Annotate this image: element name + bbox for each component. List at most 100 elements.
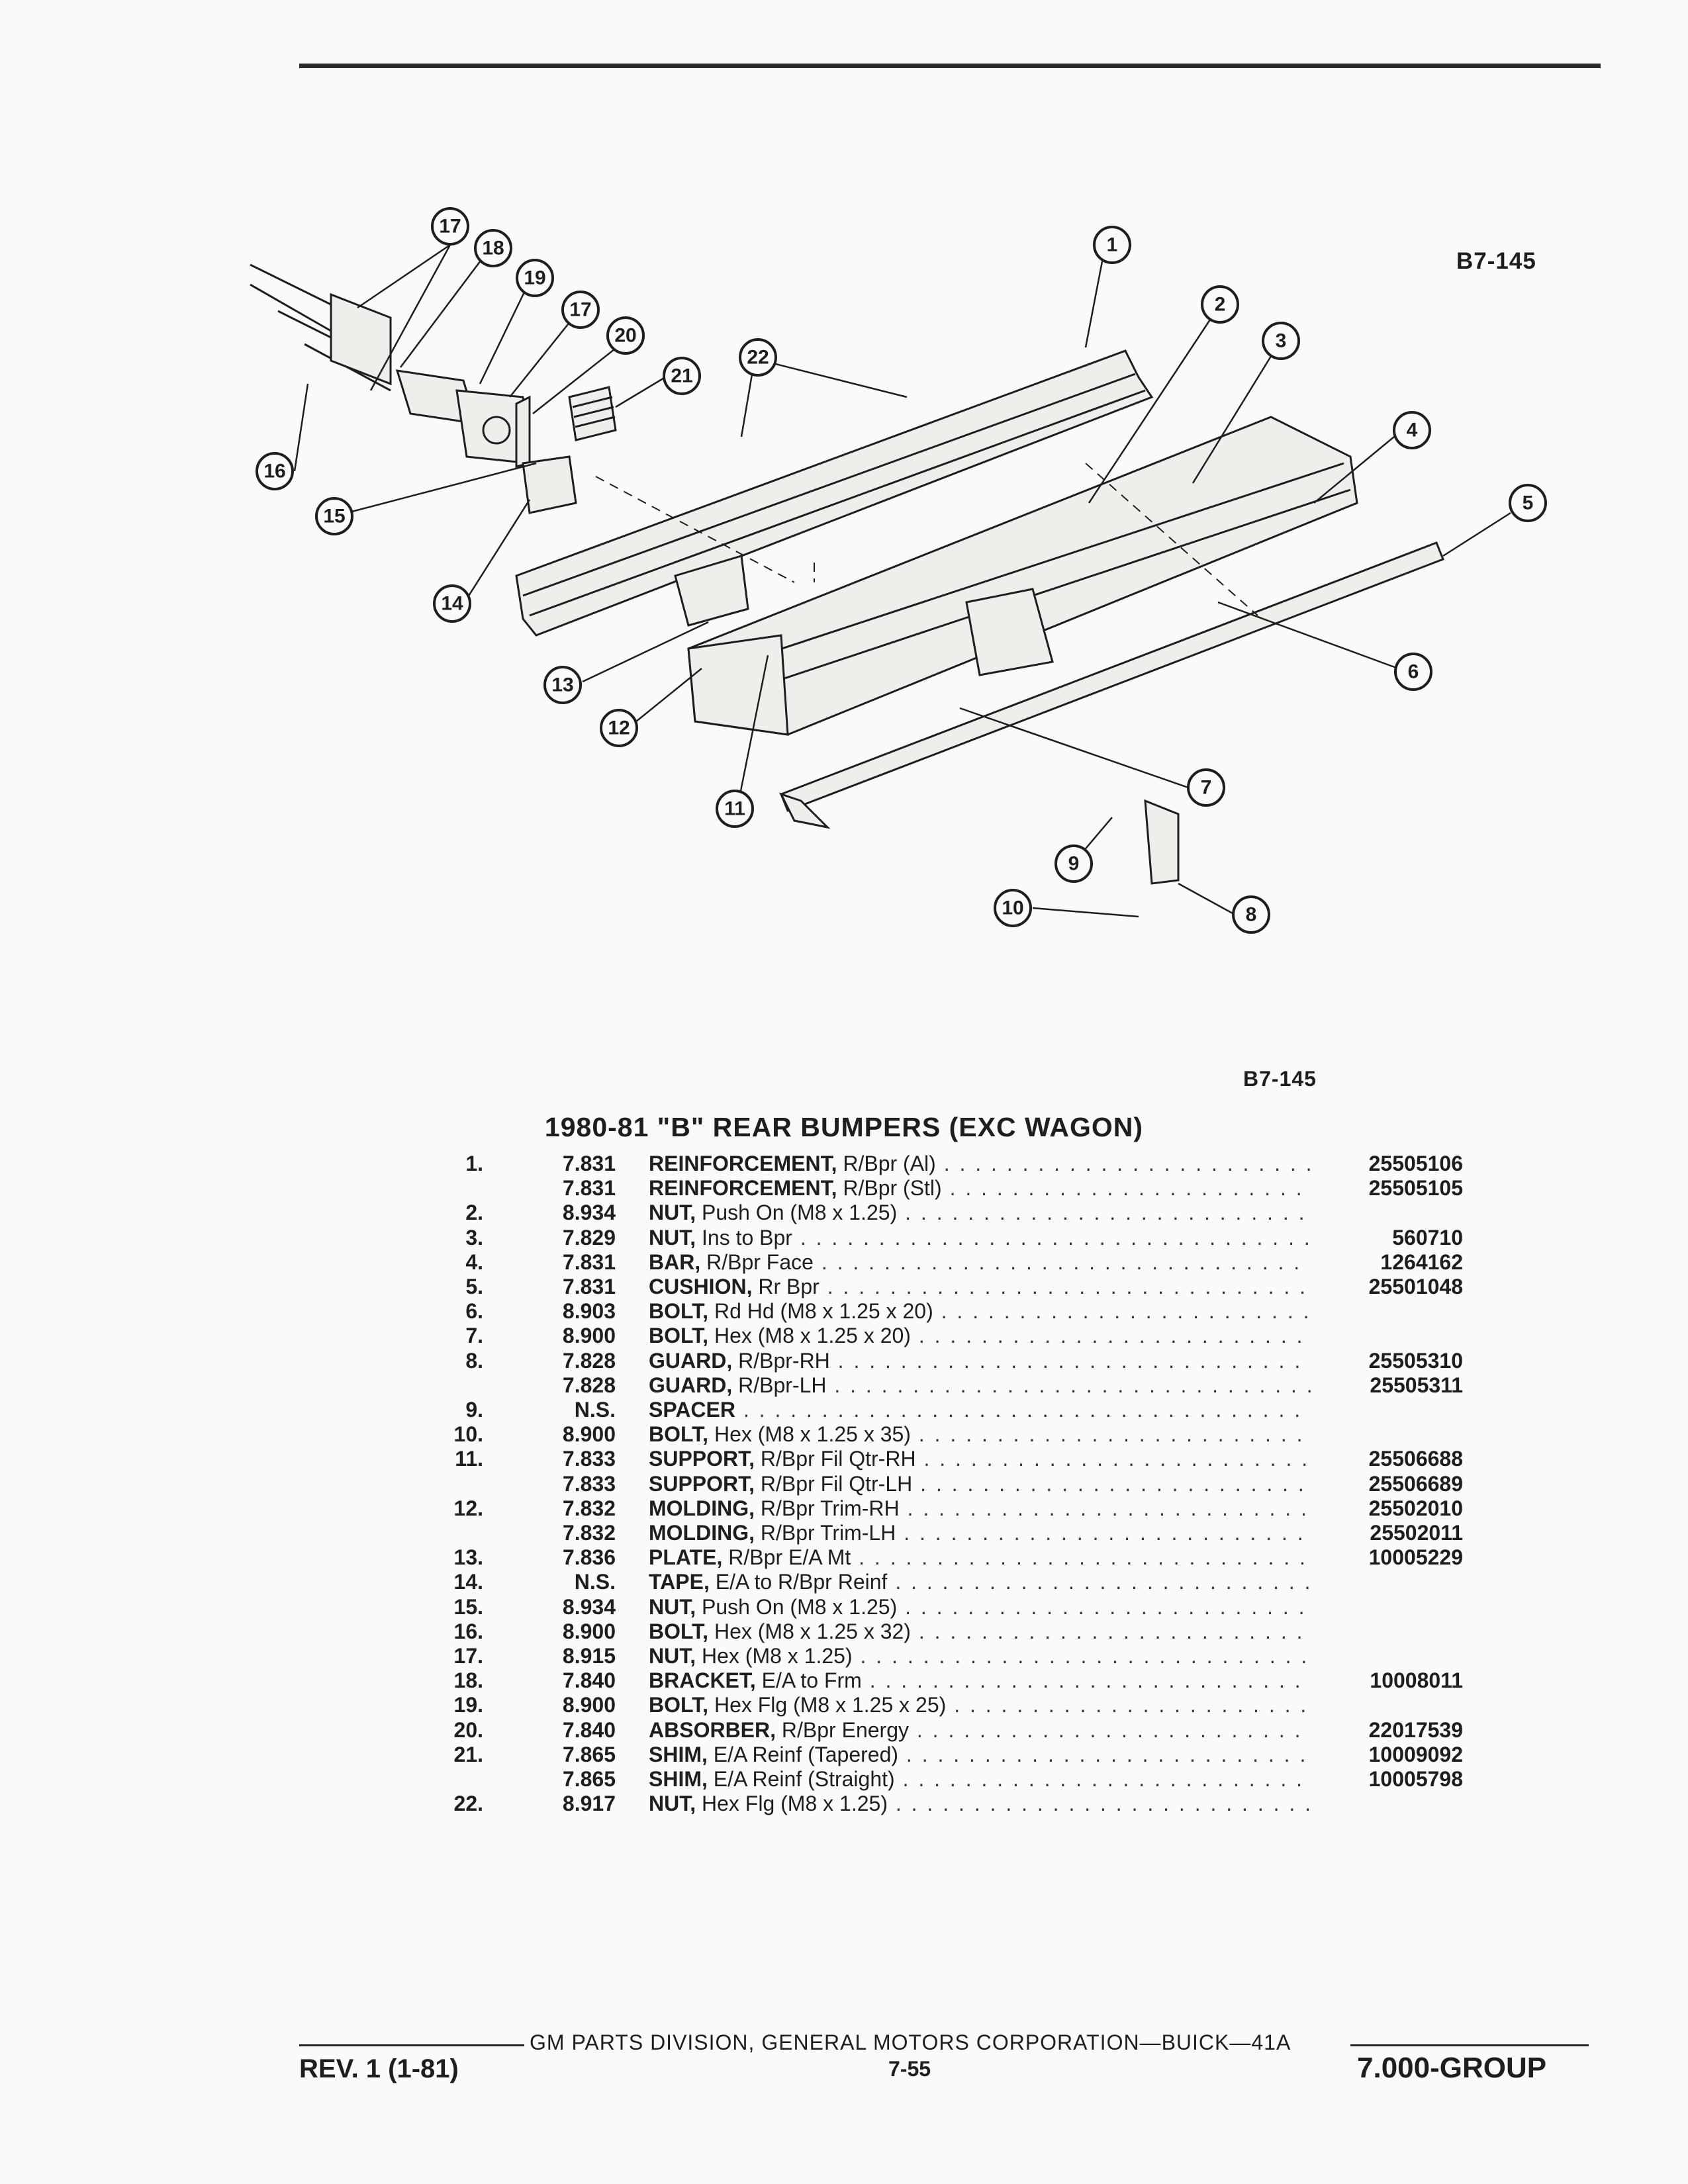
part-name: SHIM,	[649, 1767, 708, 1792]
part-name: NUT,	[649, 1201, 696, 1225]
part-detail: R/Bpr (Stl)	[837, 1176, 942, 1201]
part-number: 25506689	[1368, 1471, 1463, 1496]
callout-14: 14	[433, 584, 471, 623]
part-name: MOLDING,	[649, 1496, 755, 1520]
cushion-lower	[779, 792, 831, 829]
part-detail: E/A Reinf (Tapered)	[707, 1742, 899, 1766]
part-number	[1311, 1595, 1463, 1619]
part-detail: R/Bpr Trim-LH	[754, 1521, 896, 1545]
parts-list-title: 1980-81 "B" REAR BUMPERS (EXC WAGON)	[544, 1112, 1144, 1142]
leader-dots: . . . . . . . . . . . . . . . . . . . . …	[905, 1201, 1311, 1225]
part-detail: E/A Reinf (Straight)	[707, 1767, 895, 1792]
part-number: 22017539	[1368, 1717, 1463, 1742]
group-number: 8.900	[562, 1422, 616, 1447]
part-description: BOLT, Hex (M8 x 1.25 x 20) . . . . . . .…	[616, 1324, 1311, 1348]
leader-dots: . . . . . . . . . . . . . . . . . . . . …	[743, 1398, 1311, 1422]
part-number: 10005229	[1368, 1545, 1463, 1570]
frame-rail	[250, 263, 531, 468]
part-name: BOLT,	[649, 1324, 709, 1348]
item-number: 11.	[455, 1447, 483, 1471]
callout-6: 6	[1394, 653, 1432, 691]
group-number: 8.917	[562, 1792, 616, 1816]
leader-dots: . . . . . . . . . . . . . . . . . . . . …	[895, 1570, 1311, 1594]
callout-15: 15	[315, 497, 353, 535]
part-name: NUT,	[649, 1644, 696, 1668]
part-number	[1311, 1619, 1463, 1644]
part-number: 25501048	[1368, 1275, 1463, 1299]
item-number: 17.	[453, 1644, 483, 1668]
part-name: SUPPORT,	[649, 1447, 755, 1471]
leader-dots: . . . . . . . . . . . . . . . . . . . . …	[837, 1348, 1311, 1373]
group-number: 7.840	[562, 1668, 616, 1693]
svg-text:6: 6	[1408, 661, 1419, 683]
reinforcement-part	[515, 349, 1154, 637]
svg-text:12: 12	[608, 717, 630, 739]
part-detail: Rd Hd (M8 x 1.25 x 20)	[708, 1299, 933, 1324]
part-description: ABSORBER, R/Bpr Energy . . . . . . . . .…	[616, 1718, 1311, 1743]
group-number: 7.831	[562, 1152, 616, 1175]
callout-13: 13	[543, 666, 582, 704]
part-number	[1311, 1299, 1463, 1324]
group-number: 7.832	[562, 1521, 616, 1545]
part-name: SPACER	[649, 1398, 735, 1422]
footer-group: 7.000-GROUP	[1357, 2052, 1547, 2084]
group-number: N.S.	[574, 1570, 616, 1594]
callout-1: 1	[1093, 226, 1131, 264]
part-number: 1264162	[1380, 1250, 1463, 1274]
guard-part	[1144, 799, 1180, 885]
leader-dots: . . . . . . . . . . . . . . . . . . . . …	[954, 1693, 1311, 1717]
plate-part	[522, 455, 577, 514]
part-number: 25502011	[1370, 1521, 1463, 1545]
part-number: 25505106	[1368, 1152, 1463, 1175]
part-description: BRACKET, E/A to Frm . . . . . . . . . . …	[616, 1668, 1311, 1693]
table-row: 14.N.S.TAPE, E/A to R/Bpr Reinf . . . . …	[437, 1570, 1463, 1594]
part-description: REINFORCEMENT, R/Bpr (Stl) . . . . . . .…	[616, 1176, 1311, 1201]
leader-dots: . . . . . . . . . . . . . . . . . . . . …	[923, 1447, 1311, 1471]
part-name: PLATE,	[649, 1545, 723, 1570]
table-row: 9.N.S.SPACER . . . . . . . . . . . . . .…	[437, 1398, 1463, 1422]
svg-text:18: 18	[482, 238, 504, 259]
part-name: BOLT,	[649, 1693, 709, 1717]
part-number: 25505105	[1368, 1176, 1463, 1201]
group-number: 7.831	[562, 1176, 616, 1201]
item-number: 3.	[465, 1225, 483, 1250]
callout-20: 20	[606, 316, 645, 355]
callout-3: 3	[1262, 322, 1300, 360]
part-description: GUARD, R/Bpr-RH . . . . . . . . . . . . …	[616, 1349, 1311, 1373]
part-detail: R/Bpr Face	[700, 1250, 814, 1274]
callout-9: 9	[1055, 844, 1093, 883]
leader-dots: . . . . . . . . . . . . . . . . . . . . …	[907, 1496, 1311, 1520]
svg-text:21: 21	[671, 365, 692, 387]
svg-text:13: 13	[551, 674, 573, 696]
part-detail: E/A to Frm	[755, 1668, 862, 1693]
part-detail: R/Bpr E/A Mt	[722, 1545, 851, 1570]
part-description: GUARD, R/Bpr-LH . . . . . . . . . . . . …	[616, 1373, 1311, 1398]
part-description: CUSHION, Rr Bpr . . . . . . . . . . . . …	[616, 1275, 1311, 1299]
group-number: 7.831	[562, 1275, 616, 1299]
part-description: NUT, Hex Flg (M8 x 1.25) . . . . . . . .…	[616, 1792, 1311, 1816]
item-number: 18.	[453, 1668, 483, 1693]
item-number	[437, 1767, 483, 1792]
part-name: GUARD,	[649, 1373, 733, 1397]
item-number: 21.	[453, 1742, 483, 1766]
part-detail: Rr Bpr	[752, 1275, 820, 1299]
group-number: 8.900	[562, 1619, 616, 1643]
leader-dots: . . . . . . . . . . . . . . . . . . . . …	[834, 1373, 1311, 1397]
part-name: GUARD,	[649, 1348, 733, 1373]
svg-text:11: 11	[724, 798, 745, 820]
part-number	[1311, 1422, 1463, 1447]
part-detail: Push On (M8 x 1.25)	[696, 1594, 898, 1619]
